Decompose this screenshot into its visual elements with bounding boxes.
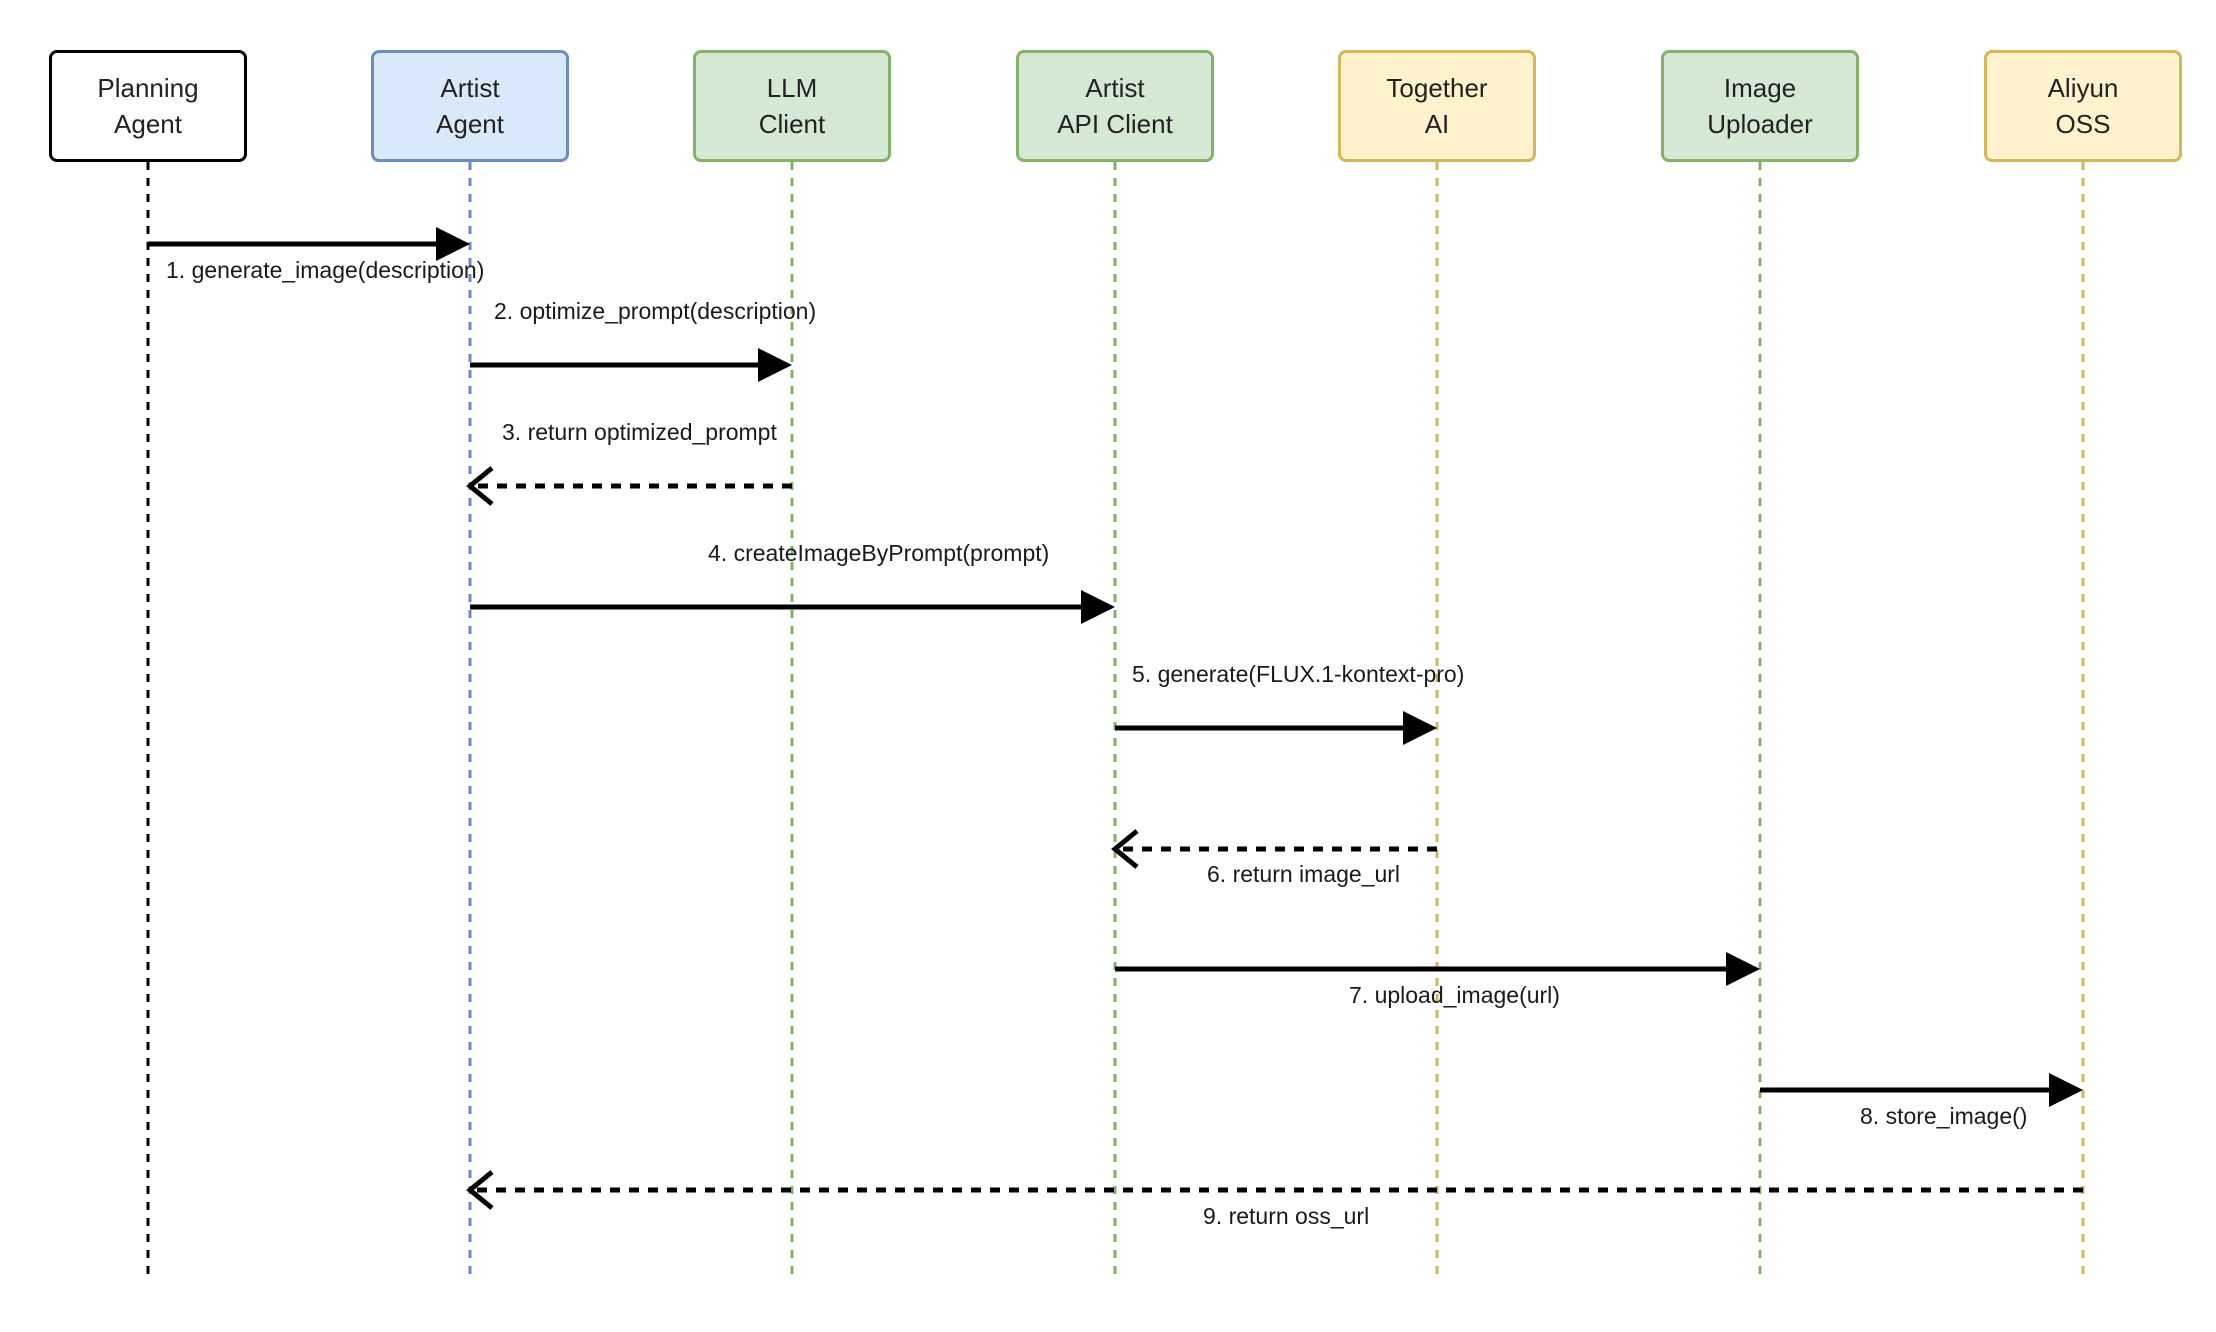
participant-box: Artist Agent (371, 50, 569, 162)
message-label: 3. return optimized_prompt (502, 419, 777, 445)
participant-box: LLM Client (693, 50, 891, 162)
message-arrow-head (1403, 711, 1437, 745)
message-label: 6. return image_url (1207, 861, 1401, 887)
participant-box: Aliyun OSS (1984, 50, 2182, 162)
message-label: 8. store_image() (1860, 1103, 2028, 1129)
message-arrow-head (758, 348, 792, 382)
message-arrow-head (1726, 952, 1760, 986)
message-arrow-head (1081, 590, 1115, 624)
participant-box: Image Uploader (1661, 50, 1859, 162)
message-arrow-head (436, 227, 470, 261)
message-label: 7. upload_image(url) (1349, 982, 1560, 1008)
participant-box: Together AI (1338, 50, 1536, 162)
message-arrow-head (2049, 1073, 2083, 1107)
return-arrow-head (466, 1170, 494, 1210)
participant-box: Artist API Client (1016, 50, 1214, 162)
lifelines (146, 162, 2085, 1282)
message-label: 5. generate(FLUX.1-kontext-pro) (1132, 661, 1465, 687)
return-arrow-head (466, 466, 494, 506)
message-label: 2. optimize_prompt(description) (494, 298, 817, 324)
message-label: 9. return oss_url (1203, 1203, 1370, 1229)
message-label: 4. createImageByPrompt(prompt) (708, 540, 1050, 566)
participant-box: Planning Agent (49, 50, 247, 162)
return-arrow-head (1111, 829, 1139, 869)
message-arrows (148, 227, 2083, 1210)
message-label: 1. generate_image(description) (166, 257, 485, 283)
